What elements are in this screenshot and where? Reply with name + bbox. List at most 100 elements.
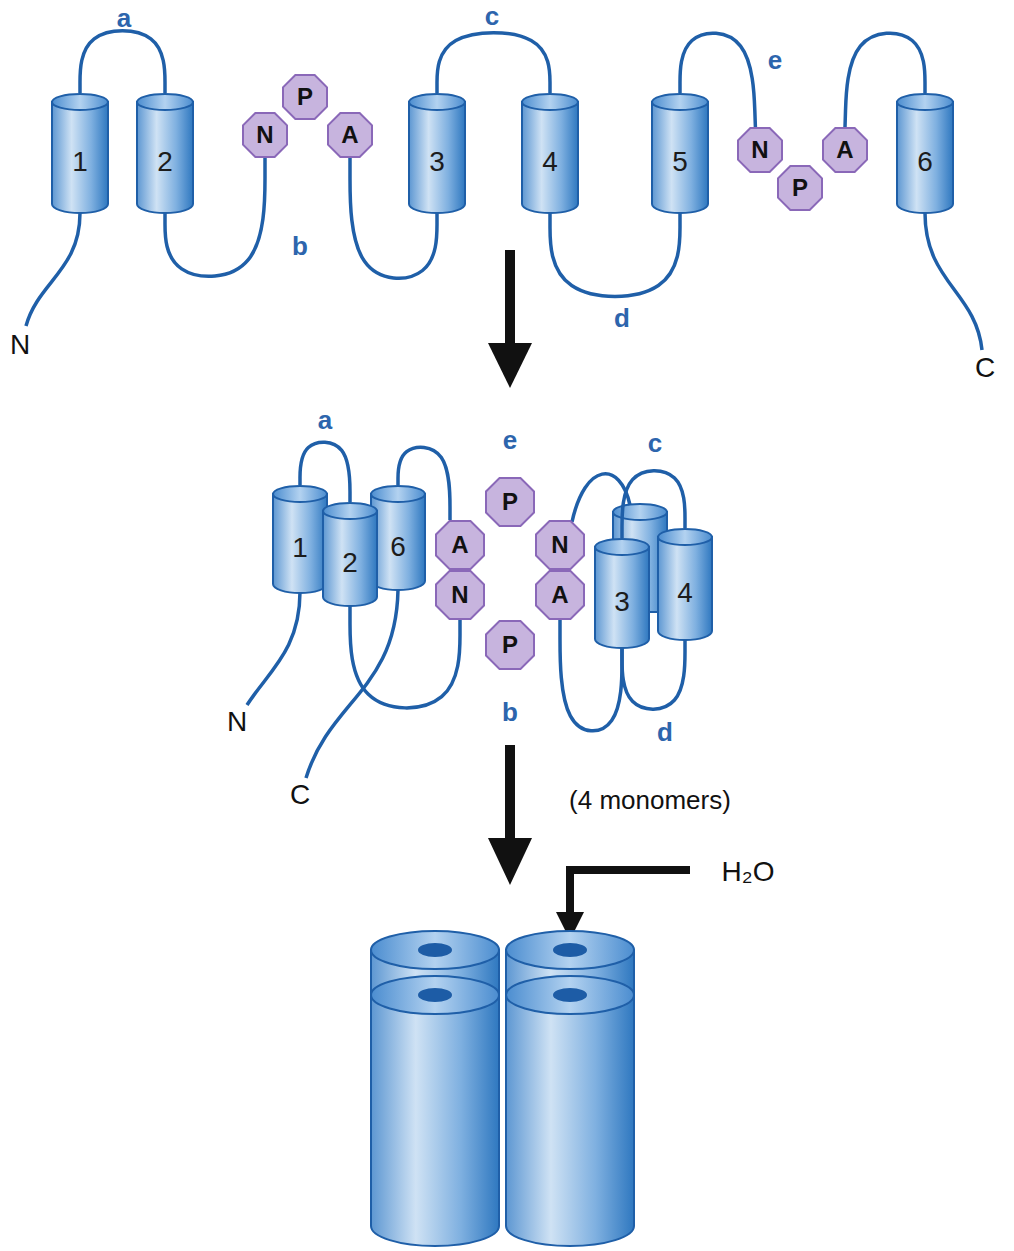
cylinder-body — [323, 511, 377, 606]
cylinder-top — [595, 539, 649, 555]
helix-number: 6 — [370, 503, 426, 590]
terminus-label: N — [10, 329, 30, 361]
npa-octagon: A — [822, 127, 868, 173]
residue-letter: A — [822, 127, 868, 173]
helix-number: 2 — [136, 111, 194, 213]
npa-octagon: N — [242, 112, 288, 158]
cylinder-top — [652, 94, 708, 110]
residue-letter: P — [282, 74, 328, 120]
npa-octagon: N — [737, 127, 783, 173]
residue-letter: N — [535, 520, 585, 570]
npa-octagon: P — [777, 165, 823, 211]
cylinder-top — [371, 486, 425, 502]
cylinder-body — [897, 102, 953, 213]
helix-number: 5 — [651, 111, 709, 213]
octagon-shape — [536, 521, 584, 569]
cylinder-body — [409, 102, 465, 213]
npa-octagon: P — [485, 477, 535, 527]
residue-letter: A — [535, 570, 585, 620]
helix-number: 3 — [408, 111, 466, 213]
helix-number: 4 — [521, 111, 579, 213]
cylinder-top — [658, 529, 712, 545]
helix-number: 3 — [594, 556, 650, 648]
cylinder-top — [52, 94, 108, 110]
loop-letter: c — [485, 1, 499, 32]
helix-cylinder: 4 — [521, 93, 579, 213]
cylinder-body — [595, 547, 649, 648]
npa-octagon: A — [435, 520, 485, 570]
helix-cylinder: 2 — [136, 93, 194, 213]
loop-letter: b — [292, 231, 308, 262]
n-terminus-tail — [247, 592, 300, 705]
water-arrow — [556, 870, 690, 940]
loop-letter: d — [657, 717, 673, 748]
residue-letter: P — [485, 477, 535, 527]
octagon-shape — [486, 478, 534, 526]
loop-letter: c — [648, 428, 662, 459]
cylinder-body — [522, 102, 578, 213]
octagon-shape — [536, 571, 584, 619]
loop-letter: a — [117, 3, 131, 34]
npa-octagon: P — [485, 620, 535, 670]
cylinder-top — [323, 503, 377, 519]
octagon-shape — [486, 621, 534, 669]
octagon-shape — [328, 113, 372, 157]
cylinder-body — [371, 494, 425, 590]
helix-number: 1 — [51, 111, 109, 213]
cylinder-top — [273, 486, 327, 502]
helix-cylinder: 2 — [322, 502, 378, 606]
loop-connector — [622, 640, 685, 709]
n-terminus-tail — [26, 213, 80, 326]
cylinder-body — [137, 102, 193, 213]
residue-letter: N — [435, 570, 485, 620]
npa-octagon: N — [535, 520, 585, 570]
octagon-shape — [436, 521, 484, 569]
helix-number: 6 — [896, 111, 954, 213]
loop-connector — [550, 213, 680, 296]
cylinder-top — [409, 94, 465, 110]
loop-letter: e — [503, 425, 517, 456]
helix-number: 4 — [657, 546, 713, 640]
npa-octagon: P — [282, 74, 328, 120]
loop-connector — [437, 33, 550, 93]
cylinder-top — [137, 94, 193, 110]
residue-letter: A — [327, 112, 373, 158]
residue-letter: N — [242, 112, 288, 158]
tetramer-channel — [371, 931, 634, 1246]
residue-letter: P — [777, 165, 823, 211]
cylinder-body — [658, 537, 712, 640]
octagon-shape — [778, 166, 822, 210]
octagon-shape — [738, 128, 782, 172]
npa-octagon: A — [535, 570, 585, 620]
helix-cylinder: 6 — [896, 93, 954, 213]
loop-letter: a — [318, 405, 332, 436]
loop-letter: d — [614, 303, 630, 334]
octagon-shape — [283, 75, 327, 119]
loop-letter: e — [768, 45, 782, 76]
helix-number: 2 — [322, 520, 378, 606]
helix-number: 1 — [272, 503, 328, 593]
octagon-shape — [243, 113, 287, 157]
terminus-label: C — [290, 779, 310, 811]
loop-connector — [622, 471, 685, 538]
helix-cylinder: 3 — [408, 93, 466, 213]
residue-letter: P — [485, 620, 535, 670]
npa-octagon: A — [327, 112, 373, 158]
terminus-label: C — [975, 352, 995, 384]
process-arrow — [488, 745, 532, 885]
water-label: H₂O — [722, 856, 775, 888]
residue-letter: N — [737, 127, 783, 173]
loop-connector — [350, 606, 460, 708]
cylinder-top — [897, 94, 953, 110]
octagon-shape — [436, 571, 484, 619]
cylinder-body — [652, 102, 708, 213]
cylinder-body — [273, 494, 327, 593]
octagon-shape — [823, 128, 867, 172]
helix-cylinder: 1 — [51, 93, 109, 213]
loop-letter: b — [502, 697, 518, 728]
helix-cylinder: 5 — [651, 93, 709, 213]
npa-octagon: N — [435, 570, 485, 620]
cylinder-top — [522, 94, 578, 110]
terminus-label: N — [227, 706, 247, 738]
